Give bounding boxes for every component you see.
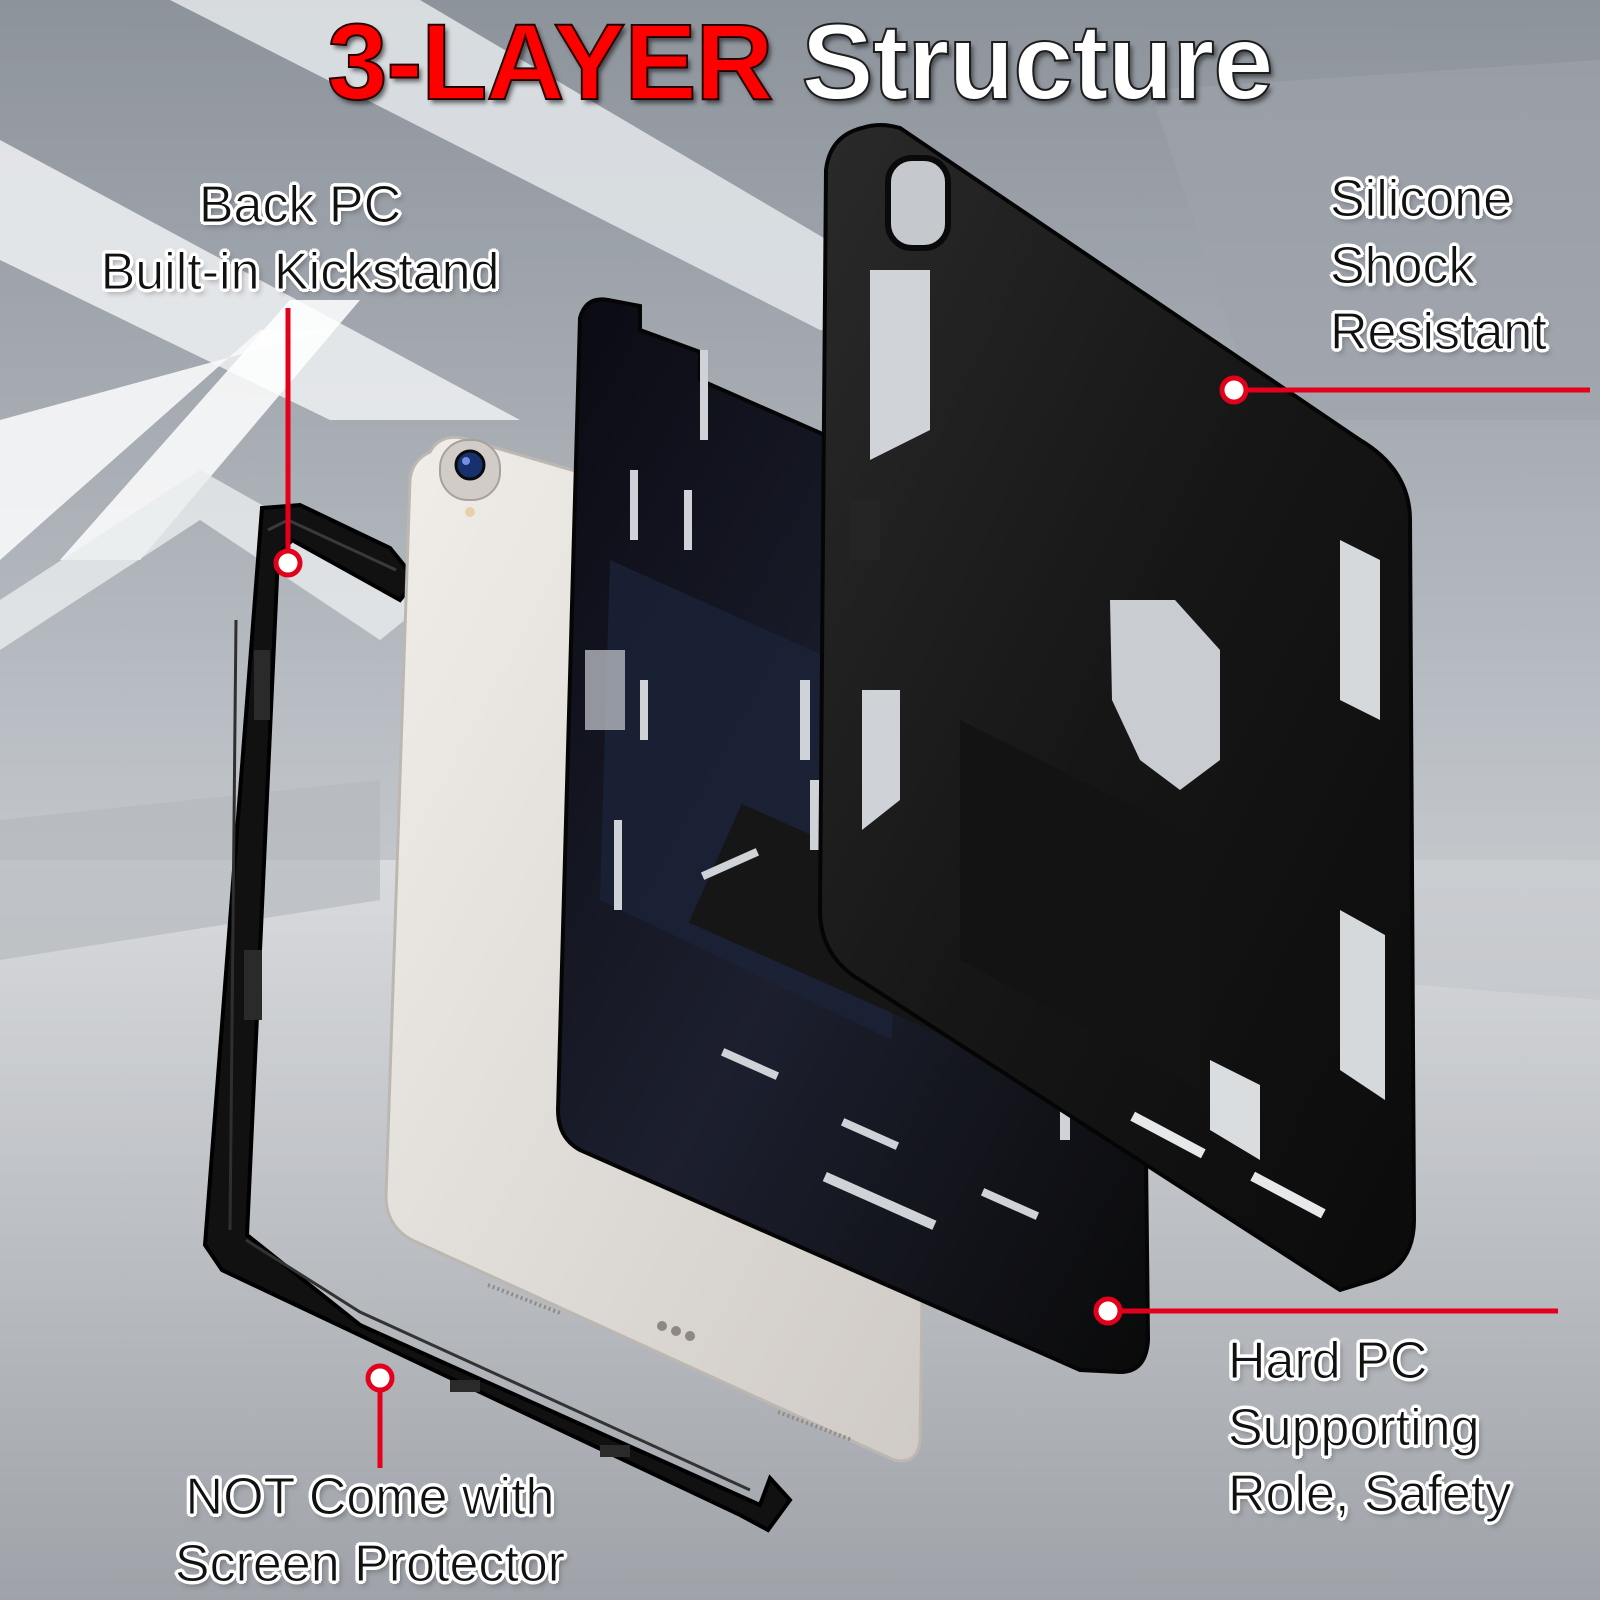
title-highlight: 3-LAYER — [326, 1, 774, 122]
label-hard-pc-line-1: Hard PC — [1227, 1332, 1428, 1391]
label-screen-protector: NOT Come with Screen Protector — [130, 1464, 610, 1597]
label-hard-pc-line-3: Role, Safety — [1227, 1465, 1512, 1524]
background-architecture — [170, 0, 980, 330]
label-silicone-line-1: Silicone — [1330, 170, 1513, 229]
title-rest: Structure — [801, 1, 1275, 122]
label-silicone-line-3: Resistant — [1330, 303, 1548, 362]
label-back-pc-line-1: Back PC — [198, 176, 402, 235]
label-silicone: Silicone Shock Resistant — [1330, 166, 1548, 366]
label-back-pc-line-2: Built-in Kickstand — [100, 242, 500, 301]
label-back-pc: Back PC Built-in Kickstand — [60, 172, 540, 305]
label-screen-line-2: Screen Protector — [174, 1534, 566, 1593]
callout-back-pc — [273, 308, 303, 578]
callout-screen-frame — [365, 1363, 395, 1468]
label-screen-line-1: NOT Come with — [185, 1468, 555, 1527]
label-silicone-line-2: Shock — [1330, 236, 1476, 295]
label-hard-pc: Hard PC Supporting Role, Safety — [1227, 1328, 1512, 1528]
page-title: 3-LAYER Structure — [0, 7, 1600, 117]
silicone-back-shell — [817, 123, 1417, 1293]
callout-silicone — [1219, 375, 1590, 405]
callout-hard-pc — [1093, 1296, 1558, 1326]
label-hard-pc-line-2: Supporting — [1227, 1398, 1480, 1457]
